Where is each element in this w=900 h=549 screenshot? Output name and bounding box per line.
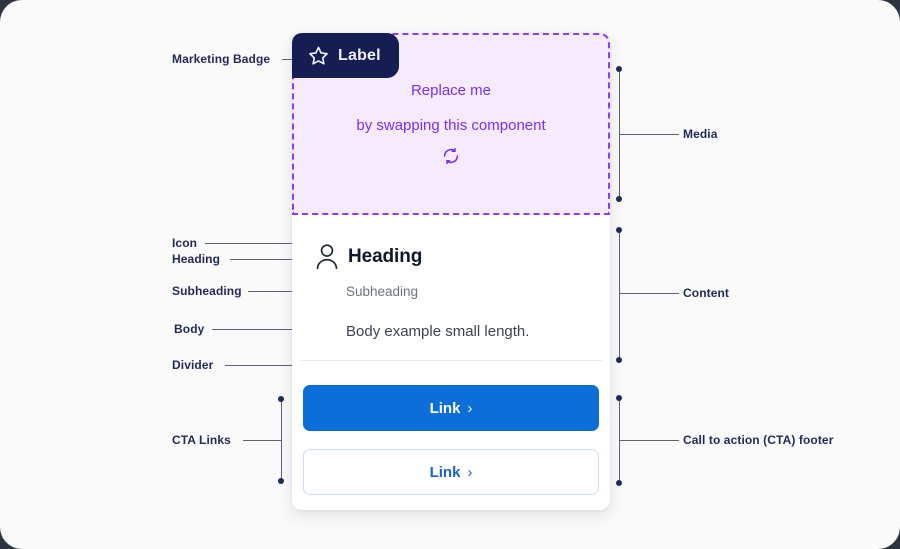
star-icon xyxy=(308,45,329,66)
secondary-link-label: Link xyxy=(429,463,461,481)
annotation-label-subheading: Subheading xyxy=(172,284,242,298)
person-icon xyxy=(314,243,340,271)
annotation-line-cta-links xyxy=(243,440,282,441)
annotation-dot-content-top xyxy=(616,227,622,233)
annotation-label-cta-links: CTA Links xyxy=(172,433,231,447)
annotation-label-content: Content xyxy=(683,286,730,300)
swap-refresh-icon[interactable] xyxy=(442,147,460,165)
annotation-dot-cta-links-bottom xyxy=(278,478,284,484)
secondary-link-button[interactable]: Link › xyxy=(303,449,599,495)
media-line-2: by swapping this component xyxy=(356,117,546,134)
annotation-label-divider: Divider xyxy=(172,358,214,372)
annotation-label-cta-footer: Call to action (CTA) footer xyxy=(683,433,834,447)
annotation-line-content xyxy=(619,293,679,294)
annotation-label-media: Media xyxy=(683,127,718,141)
card-divider xyxy=(300,360,602,361)
annotation-dot-cta-links-top xyxy=(278,396,284,402)
annotation-label-heading: Heading xyxy=(172,252,221,266)
annotation-label-marketing-badge: Marketing Badge xyxy=(172,52,271,66)
marketing-badge[interactable]: Label xyxy=(292,33,399,78)
cta-footer: Link › Link › xyxy=(292,373,610,495)
annotation-line-cta-footer xyxy=(619,440,679,441)
annotation-line-heading xyxy=(230,259,342,260)
annotation-label-icon: Icon xyxy=(172,236,198,250)
card-body: Body example small length. xyxy=(346,323,530,340)
annotation-line-divider xyxy=(225,365,335,366)
annotation-line-media xyxy=(619,134,679,135)
annotation-bracket-cta-links xyxy=(281,399,282,481)
annotation-dot-cta-footer-bottom xyxy=(616,480,622,486)
card-subheading: Subheading xyxy=(346,284,419,299)
annotation-line-icon xyxy=(205,243,313,244)
primary-link-button[interactable]: Link › xyxy=(303,385,599,431)
primary-link-label: Link xyxy=(429,399,461,417)
annotation-dot-content-bottom xyxy=(616,357,622,363)
content-section: Heading Subheading Body example small le… xyxy=(292,215,610,375)
annotation-dot-cta-footer-top xyxy=(616,395,622,401)
annotation-line-body xyxy=(212,329,340,330)
component-card: Replace me by swapping this component xyxy=(292,33,610,510)
annotation-label-body: Body xyxy=(174,322,205,336)
chevron-right-icon: › xyxy=(467,463,473,481)
annotation-dot-media-top xyxy=(616,66,622,72)
chevron-right-icon: › xyxy=(467,399,473,417)
badge-label: Label xyxy=(338,46,381,64)
heading-row: Heading xyxy=(314,243,588,271)
annotation-bracket-content xyxy=(619,230,620,360)
annotation-dot-media-bottom xyxy=(616,196,622,202)
media-line-1: Replace me xyxy=(410,82,492,99)
card-heading: Heading xyxy=(348,246,423,267)
